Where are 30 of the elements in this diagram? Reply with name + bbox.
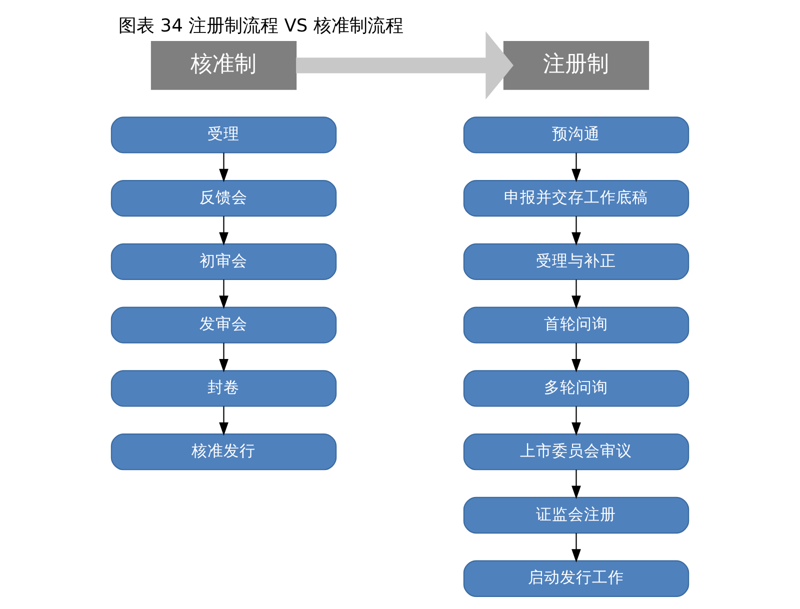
node-box: 受理与补正 (463, 243, 690, 280)
arrow (572, 216, 581, 246)
node-box: 预沟通 (463, 116, 690, 154)
node-box: 上市委员会审议 (463, 434, 690, 470)
arrow (572, 152, 581, 182)
arrow (572, 342, 581, 372)
node-box: 首轮问询 (463, 306, 690, 344)
node-box: 启动发行工作 (463, 560, 690, 597)
node-box: 发审会 (110, 306, 337, 344)
arrow (219, 406, 228, 436)
node-box: 申报并交存工作底稿 (463, 180, 690, 217)
node-box: 初审会 (110, 243, 337, 280)
arrow (219, 280, 228, 309)
node-box: 注册制 (503, 40, 650, 90)
arrow (219, 216, 228, 246)
arrow (296, 31, 514, 100)
node-box: 核准发行 (110, 434, 337, 470)
arrow (572, 470, 581, 500)
arrow (572, 280, 581, 309)
arrow (219, 342, 228, 372)
node-box: 封卷 (110, 370, 337, 407)
node-box: 受理 (110, 116, 337, 154)
node-box: 证监会注册 (463, 496, 690, 534)
diagram-title: 图表 34 注册制流程 VS 核准制流程 (118, 15, 404, 36)
arrow (572, 406, 581, 436)
node-box: 核准制 (150, 40, 297, 90)
node-box: 反馈会 (110, 180, 337, 217)
arrow (219, 152, 228, 182)
node-box: 多轮问询 (463, 370, 690, 407)
arrow (572, 533, 581, 562)
